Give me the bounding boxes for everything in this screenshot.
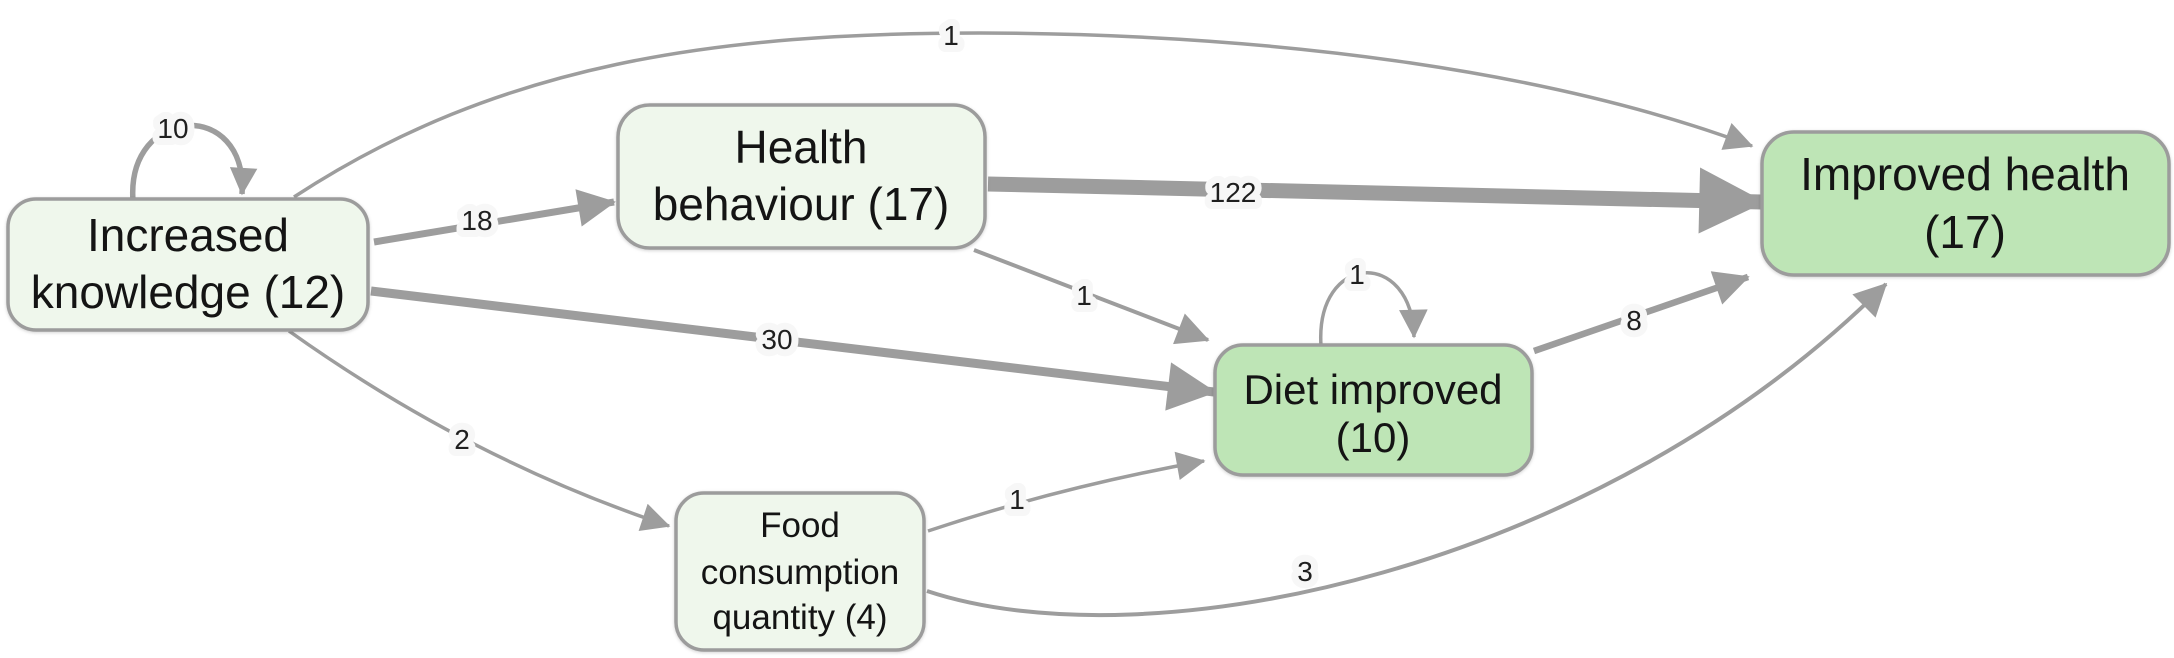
edge-food-consumption-to-diet-improved: 1: [927, 451, 1206, 533]
edge-weight-label: 1: [943, 20, 959, 51]
node-label-line: Food: [760, 506, 840, 545]
edge-line-ik-ih[interactable]: [293, 31, 1754, 199]
node-label-line: knowledge (12): [31, 266, 346, 318]
node-box-improved-health[interactable]: [1760, 130, 2171, 277]
edge-weight-label: 1: [1349, 259, 1365, 290]
node-food-consumption-quantity: Food consumption quantity (4): [674, 491, 926, 652]
edge-weight-label: 2: [454, 424, 470, 455]
node-label-line: behaviour (17): [653, 178, 950, 230]
node-label-line: Diet improved: [1243, 366, 1502, 413]
edge-health-behaviour-to-improved-health: 122: [987, 167, 1766, 234]
node-label-line: Increased: [87, 209, 289, 261]
edge-weight-label: 10: [157, 113, 188, 144]
edge-line-diet-ih[interactable]: [1532, 271, 1750, 355]
nodes-layer: Increased knowledge (12) Health behaviou…: [6, 103, 2171, 652]
edge-weight-label: 1: [1009, 484, 1025, 515]
edges-layer: 10 18 1 122 30: [130, 13, 1888, 618]
edge-health-behaviour-to-diet-improved: 1: [973, 248, 1210, 345]
edge-line-food-ih[interactable]: [926, 282, 1888, 618]
edge-increased-knowledge-to-health-behaviour: 18: [373, 189, 616, 246]
node-box-food-consumption-quantity[interactable]: [674, 491, 926, 652]
edge-weight-label: 8: [1626, 305, 1642, 336]
edge-weight-label: 30: [761, 324, 792, 355]
edge-increased-knowledge-to-food-consumption: 2: [287, 329, 671, 532]
node-increased-knowledge: Increased knowledge (12): [6, 197, 370, 332]
node-health-behaviour: Health behaviour (17): [616, 103, 987, 250]
edge-line-diet-self[interactable]: [1319, 271, 1428, 347]
edge-line-hb-ih[interactable]: [987, 167, 1766, 234]
edge-weight-label: 122: [1210, 177, 1257, 208]
edge-increased-knowledge-self-loop: 10: [130, 106, 258, 202]
node-box-increased-knowledge[interactable]: [6, 197, 370, 332]
edge-line-food-diet[interactable]: [927, 451, 1206, 533]
node-box-diet-improved[interactable]: [1213, 343, 1534, 477]
node-label-line: consumption: [701, 553, 899, 592]
node-improved-health: Improved health (17): [1760, 130, 2171, 277]
edge-line-hb-diet[interactable]: [973, 248, 1210, 345]
node-label-line: (17): [1924, 206, 2006, 258]
edge-line-ik-food[interactable]: [287, 329, 671, 532]
edge-weight-label: 3: [1297, 556, 1313, 587]
edge-weight-label: 1: [1076, 280, 1092, 311]
node-label-line: Health: [735, 121, 868, 173]
edge-diet-improved-to-improved-health: 8: [1532, 271, 1750, 355]
node-diet-improved: Diet improved (10): [1213, 343, 1534, 477]
edge-increased-knowledge-to-diet-improved: 30: [370, 286, 1217, 411]
edge-line-ik-hb[interactable]: [373, 189, 616, 246]
node-label-line: (10): [1336, 414, 1411, 461]
edge-weight-label: 18: [461, 205, 492, 236]
node-label-line: Improved health: [1800, 148, 2130, 200]
edge-line-increased-knowledge-self[interactable]: [130, 122, 258, 202]
edge-diet-improved-self-loop: 1: [1319, 252, 1428, 347]
node-label-line: quantity (4): [712, 598, 887, 637]
edge-line-ik-diet[interactable]: [370, 286, 1217, 411]
edge-increased-knowledge-to-improved-health: 1: [293, 13, 1754, 199]
node-box-health-behaviour[interactable]: [616, 103, 987, 250]
